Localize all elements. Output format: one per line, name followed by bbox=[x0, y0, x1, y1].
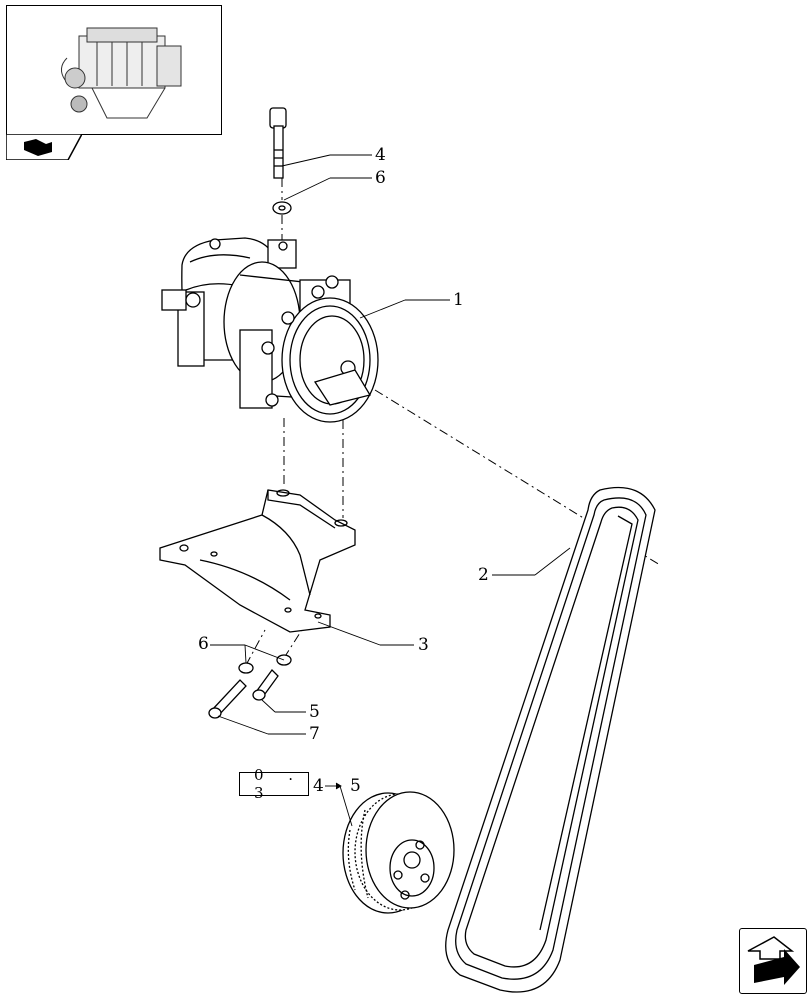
callout-1: 1 bbox=[453, 290, 464, 310]
next-page-button[interactable] bbox=[739, 928, 807, 994]
book-page-tab[interactable] bbox=[5, 133, 84, 161]
callout-4: 4 bbox=[375, 145, 386, 165]
next-page-arrow-icon bbox=[747, 936, 800, 985]
bracket-part-3 bbox=[159, 489, 356, 633]
engine-thumbnail-frame bbox=[6, 5, 222, 135]
bolt-part-4 bbox=[269, 107, 287, 179]
washer-part-6-top bbox=[272, 201, 292, 215]
callout-3: 3 bbox=[418, 635, 429, 655]
reference-box[interactable]: 0 . 3 bbox=[239, 766, 309, 802]
compressor-part-1 bbox=[161, 237, 379, 423]
reference-suffix: 4 bbox=[313, 776, 324, 796]
callout-2: 2 bbox=[478, 565, 489, 585]
screw-part-7 bbox=[208, 679, 247, 719]
belt-part-2 bbox=[445, 486, 656, 993]
callout-6-top: 6 bbox=[375, 168, 386, 188]
screw-part-5 bbox=[252, 669, 279, 701]
washer-part-6-left bbox=[238, 662, 254, 674]
callout-6-bottom: 6 bbox=[198, 634, 209, 654]
engine-thumbnail-icon bbox=[61, 27, 182, 119]
reference-callout: 5 bbox=[350, 776, 361, 796]
callout-5: 5 bbox=[309, 702, 320, 722]
pulley-part bbox=[342, 791, 455, 914]
callout-7: 7 bbox=[309, 724, 320, 744]
